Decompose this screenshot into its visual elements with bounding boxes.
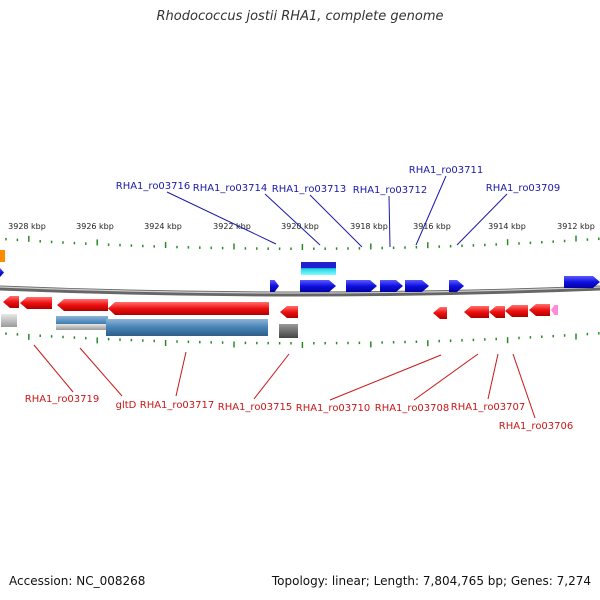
gene-reverse[interactable] <box>57 299 108 311</box>
leader-line <box>33 344 74 393</box>
gene-label-top[interactable]: RHA1_ro03714 <box>193 183 268 194</box>
gene-forward[interactable] <box>346 280 377 292</box>
gene-label-bottom[interactable]: RHA1_ro03706 <box>499 421 574 432</box>
gene-label-bottom[interactable]: RHA1_ro03708 <box>375 403 450 414</box>
gene-reverse[interactable] <box>20 297 52 309</box>
tick-label: 3916 kbp <box>413 222 451 231</box>
feature-block[interactable] <box>301 262 336 275</box>
tick-label: 3912 kbp <box>557 222 595 231</box>
tick-label: 3928 kbp <box>8 222 46 231</box>
genome-axis <box>0 285 600 297</box>
gene-label-top[interactable]: RHA1_ro03716 <box>116 181 191 192</box>
tick-label: 3924 kbp <box>144 222 182 231</box>
gene-label-bottom[interactable]: RHA1_ro03710 <box>296 403 371 414</box>
feature-block[interactable] <box>1 314 17 327</box>
gene-reverse[interactable] <box>3 296 19 308</box>
gene-label-top[interactable]: RHA1_ro03712 <box>353 185 428 196</box>
leader-line <box>309 194 363 248</box>
gene-reverse[interactable] <box>489 306 505 318</box>
leader-line <box>413 353 479 401</box>
gene-reverse[interactable] <box>433 307 447 319</box>
gene-forward[interactable] <box>270 280 279 292</box>
leader-line <box>166 191 277 245</box>
leader-line <box>79 347 123 397</box>
leader-line <box>329 354 442 401</box>
leader-line <box>175 351 187 397</box>
gene-forward[interactable] <box>0 268 4 277</box>
gene-label-top[interactable]: RHA1_ro03711 <box>409 165 484 176</box>
genome-backbone <box>0 285 600 297</box>
gene-features[interactable] <box>0 250 600 338</box>
gene-label-top[interactable]: RHA1_ro03713 <box>272 184 347 195</box>
gene-forward[interactable] <box>300 280 336 292</box>
leader-line <box>264 193 321 246</box>
gene-reverse[interactable] <box>505 305 528 317</box>
gene-label-bottom[interactable]: RHA1_ro03719 <box>25 394 100 405</box>
gene-label-bottom[interactable]: RHA1_ro03715 <box>218 402 293 413</box>
gene-reverse[interactable] <box>464 306 489 318</box>
feature-block[interactable] <box>106 319 268 336</box>
genome-title: Rhodococcus jostii RHA1, complete genome <box>156 9 444 24</box>
label-leader-lines <box>33 175 536 419</box>
gene-reverse[interactable] <box>108 302 269 315</box>
gene-forward[interactable] <box>405 280 429 292</box>
leader-line <box>253 353 290 400</box>
gene-forward[interactable] <box>564 276 600 288</box>
leader-line <box>456 193 508 246</box>
feature-block[interactable] <box>56 324 108 330</box>
tick-label: 3914 kbp <box>488 222 526 231</box>
leader-line <box>388 195 391 248</box>
gene-forward[interactable] <box>449 280 464 292</box>
leader-line <box>512 353 536 419</box>
feature-orange[interactable] <box>0 250 5 262</box>
gene-reverse[interactable] <box>529 304 550 316</box>
gene-label-bottom[interactable]: gltD <box>116 400 137 411</box>
gene-reverse[interactable] <box>280 306 298 318</box>
gene-label-bottom[interactable]: RHA1_ro03717 <box>140 400 215 411</box>
leader-line <box>415 175 447 246</box>
gene-forward[interactable] <box>380 280 403 292</box>
gene-label-bottom[interactable]: RHA1_ro03707 <box>451 402 526 413</box>
feature-block[interactable] <box>279 324 298 338</box>
tick-label: 3918 kbp <box>350 222 388 231</box>
gene-reverse[interactable] <box>551 305 558 315</box>
accession-text: Accession: NC_008268 <box>9 574 146 588</box>
tick-label: 3926 kbp <box>76 222 114 231</box>
leader-line <box>487 353 499 400</box>
tick-label: 3922 kbp <box>213 222 251 231</box>
genome-summary-text: Topology: linear; Length: 7,804,765 bp; … <box>271 574 591 588</box>
gene-label-top[interactable]: RHA1_ro03709 <box>486 183 561 194</box>
